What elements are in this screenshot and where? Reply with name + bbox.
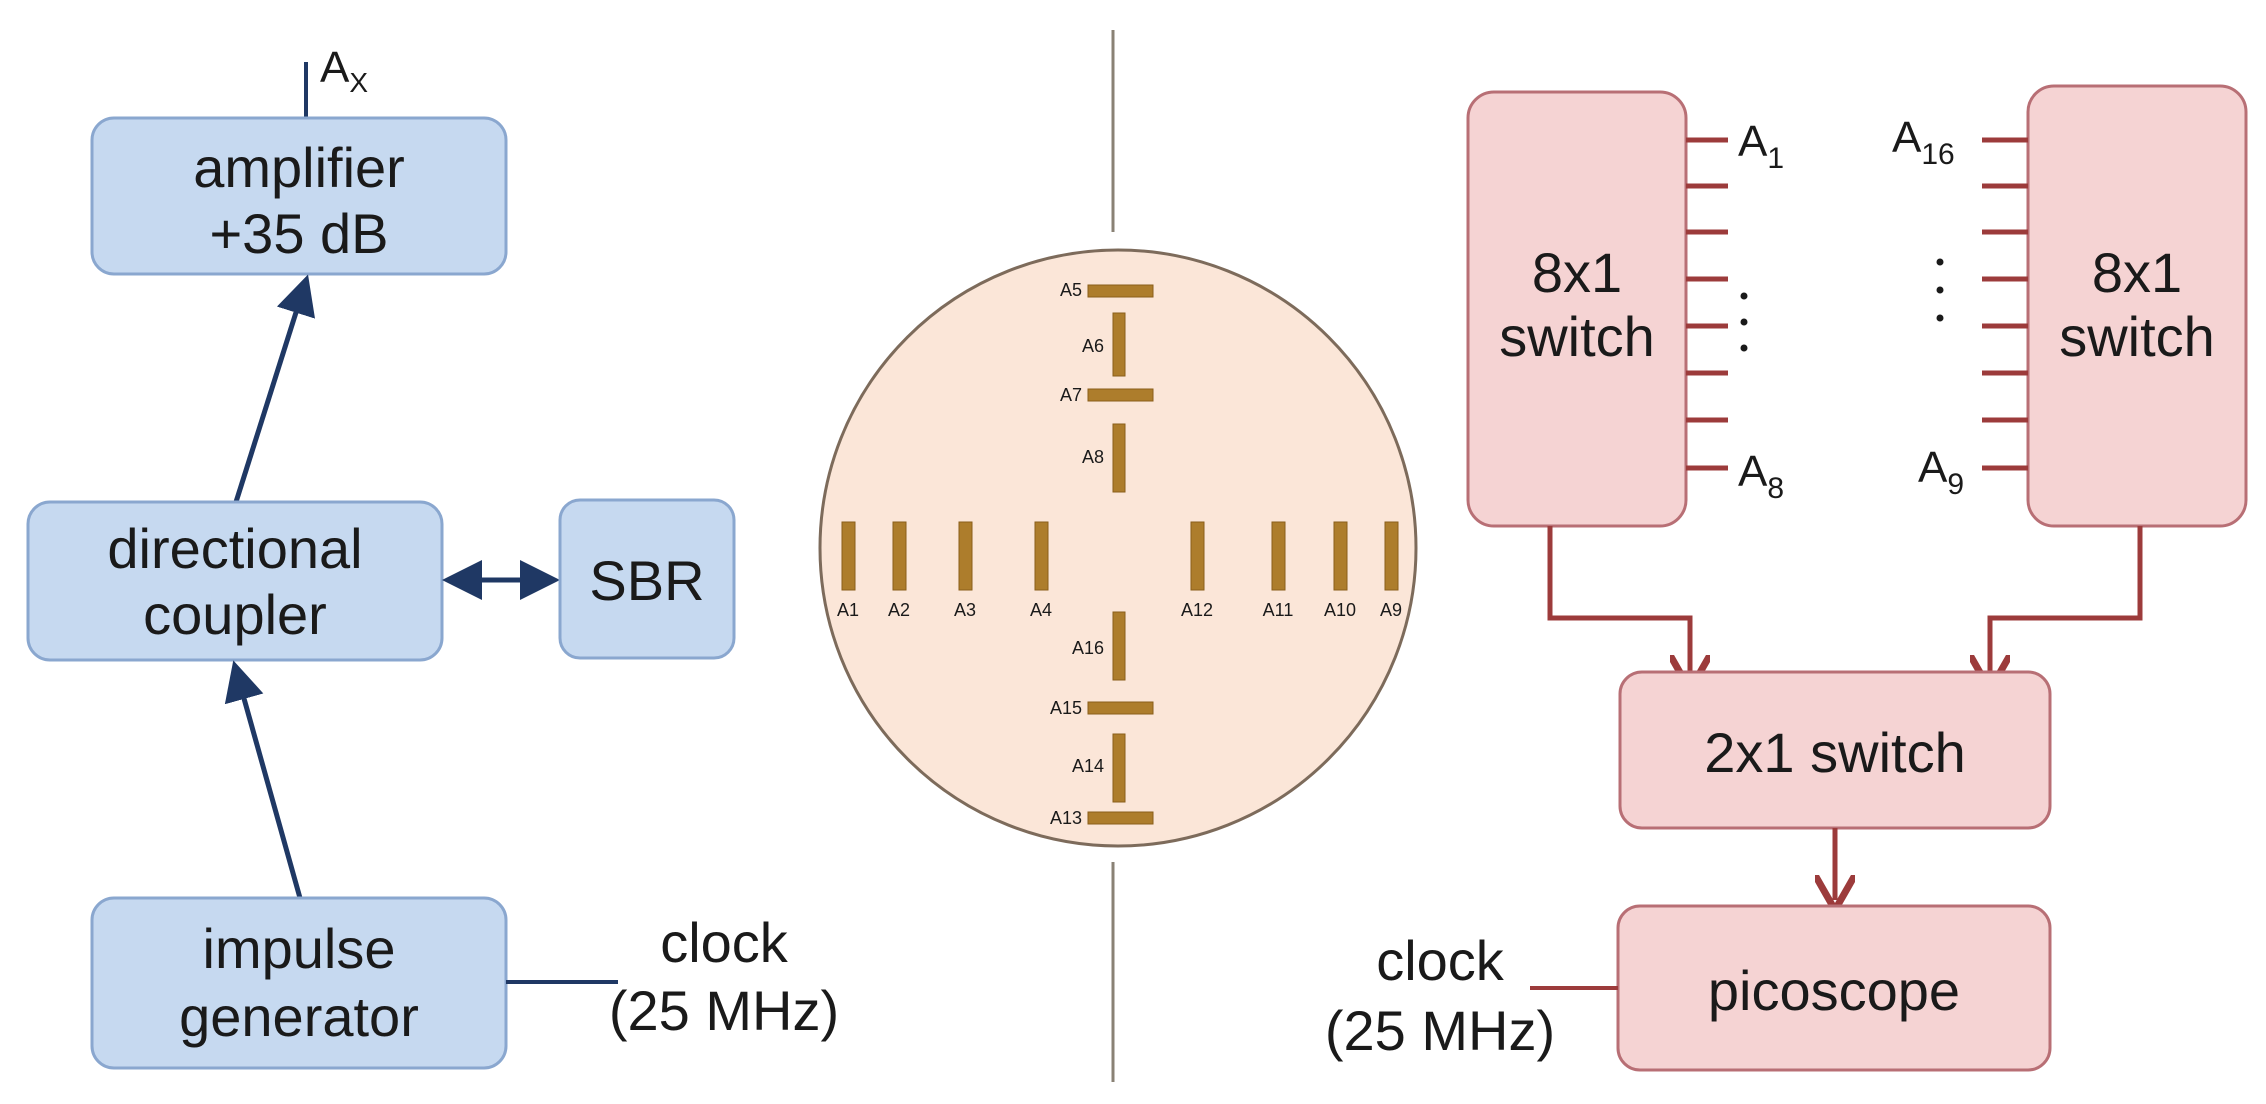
antenna-a9-label: A9 [1380,600,1402,620]
antenna-a8-label: A8 [1082,447,1104,467]
amplifier-label: amplifier [193,136,405,199]
coupler-label: coupler [143,583,327,646]
antenna-a2 [892,521,907,591]
antenna-a10 [1333,521,1348,591]
antenna-a8 [1112,423,1126,493]
right-switch-port-a16: A16 [1892,113,1955,171]
antenna-a4 [1034,521,1049,591]
arrow-right-switch-to-2x1 [1990,526,2143,680]
antenna-a11-label: A11 [1263,600,1294,620]
switch-8x1-left-box [1466,90,1688,528]
antenna-a1-label: A1 [837,600,859,620]
switch-8x1-left-pins [1686,137,1728,471]
left-switch-port-a8: A8 [1738,447,1784,505]
antenna-a12-label: A12 [1181,600,1213,620]
right-clock-label: clock [1376,929,1505,992]
directional-coupler-label: directional [107,517,362,580]
antenna-a5-label: A5 [1060,280,1082,300]
antenna-a15 [1087,701,1154,715]
antenna-a9 [1384,521,1399,591]
right-clock-frequency: (25 MHz) [1325,999,1555,1062]
amplifier-gain-label: +35 dB [209,202,388,265]
left-switch-port-a1: A1 [1738,117,1784,175]
right-switch-port-a9: A9 [1918,443,1964,501]
switch-8x1-right-pins [1982,137,2028,471]
antenna-a11 [1271,521,1286,591]
switch-8x1-left-type: switch [1499,305,1655,368]
amplifier-box [90,116,508,276]
switch-8x1-right-type: switch [2059,305,2215,368]
switch-8x1-right-label: 8x1 [2092,241,2182,304]
antenna-a14 [1112,733,1126,803]
arrow-impulse-to-coupler [224,660,303,899]
arrow-left-switch-to-2x1 [1547,526,1690,680]
antenna-a4-label: A4 [1030,600,1052,620]
impulse-label: impulse [203,917,396,980]
antenna-a5 [1087,284,1154,298]
antenna-a3-label: A3 [954,600,976,620]
antenna-a16-label: A16 [1072,638,1104,658]
left-clock-frequency: (25 MHz) [609,979,839,1042]
switch-8x1-left-label: 8x1 [1532,241,1622,304]
antenna-a15-label: A15 [1050,698,1082,718]
antenna-a2-label: A2 [888,600,910,620]
antenna-a7 [1087,388,1154,402]
switch-2x1-label: 2x1 switch [1704,721,1965,784]
antenna-a13-label: A13 [1050,808,1082,828]
antenna-a6-label: A6 [1082,336,1104,356]
sbr-label: SBR [589,549,704,612]
left-clock-label: clock [660,911,789,974]
antenna-array-disk [818,248,1418,848]
generator-label: generator [179,985,419,1048]
antenna-a6 [1112,312,1126,377]
antenna-a10-label: A10 [1324,600,1356,620]
switch-8x1-right-box [2026,84,2248,528]
sbr-box [558,498,736,660]
picoscope-label: picoscope [1708,959,1960,1022]
right-switch-ellipsis [1936,258,1944,322]
antenna-a14-label: A14 [1072,756,1104,776]
antenna-a13 [1087,811,1154,825]
antenna-a1 [841,521,856,591]
amplifier-output-label: AX [320,43,368,98]
antenna-a3 [958,521,973,591]
arrow-coupler-to-amplifier [233,274,316,503]
antenna-a12 [1190,521,1205,591]
antenna-a16 [1112,611,1126,681]
left-switch-ellipsis [1740,292,1748,352]
antenna-a7-label: A7 [1060,385,1082,405]
